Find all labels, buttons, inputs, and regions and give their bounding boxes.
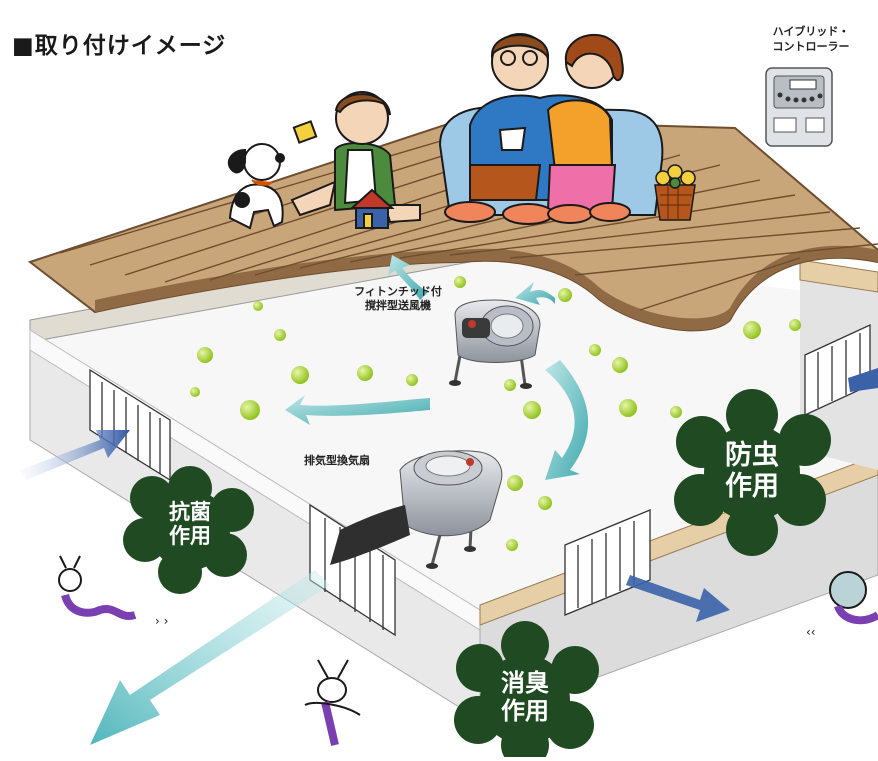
exhaust-fan-label: 排気型換気扇 xyxy=(304,454,370,467)
stirring-fan-icon xyxy=(449,299,541,389)
bug-icon: › › xyxy=(58,555,168,628)
badge-antibacterial-line2: 作用 xyxy=(169,524,211,549)
intake-arrow-right-back xyxy=(848,368,878,392)
flower-pot-icon xyxy=(654,164,696,221)
badge-deodorize-text: 消臭 作用 xyxy=(480,669,570,725)
badge-antibacterial-text: 抗菌 作用 xyxy=(150,500,230,548)
controller-label: ハイブリッド・ コントローラー xyxy=(752,24,870,54)
badge-insect-text: 防虫 作用 xyxy=(702,440,802,502)
airflow-arrows xyxy=(20,255,878,745)
badge-antibacterial xyxy=(123,466,254,594)
badge-deodorize xyxy=(454,621,599,761)
exhaust-arrow xyxy=(90,570,330,745)
bug-icon: ‹‹ xyxy=(806,571,878,639)
stirring-fan-label-line1: フィトンチッド付 xyxy=(354,285,442,298)
badge-deodorize-line1: 消臭 xyxy=(501,669,549,697)
badge-insect xyxy=(674,389,831,556)
badge-insect-line1: 防虫 xyxy=(725,440,779,471)
controller-label-line2: コントローラー xyxy=(772,40,850,53)
stirring-fan-label-line2: 撹拌型送風機 xyxy=(365,299,431,312)
stirring-fan-label: フィトンチッド付 撹拌型送風機 xyxy=(338,285,458,313)
bug-icon xyxy=(304,659,361,746)
controller-label-line1: ハイブリッド・ xyxy=(772,25,850,38)
badge-deodorize-line2: 作用 xyxy=(501,696,549,725)
svg-text:› ›: › › xyxy=(155,614,168,628)
stir-arrow-left xyxy=(285,395,430,425)
phytoncide-particles xyxy=(190,276,801,551)
controller-icon xyxy=(765,67,833,147)
intake-arrow-right-front xyxy=(626,575,730,622)
intake-arrow-left xyxy=(20,430,130,480)
stir-arrow-down xyxy=(545,360,589,480)
badge-insect-line2: 作用 xyxy=(725,471,779,503)
badge-antibacterial-line1: 抗菌 xyxy=(169,500,211,524)
dog-icon xyxy=(227,143,285,230)
page-title: ■取り付けイメージ xyxy=(12,33,227,59)
stir-arrow-up-right xyxy=(515,282,555,305)
toy-house-icon xyxy=(349,188,395,229)
svg-text:‹‹: ‹‹ xyxy=(806,625,816,639)
child-icon xyxy=(290,91,421,229)
stir-arrow-up-left xyxy=(388,255,428,300)
exhaust-fan-icon xyxy=(330,450,503,569)
family-on-sofa-icon xyxy=(438,33,664,225)
